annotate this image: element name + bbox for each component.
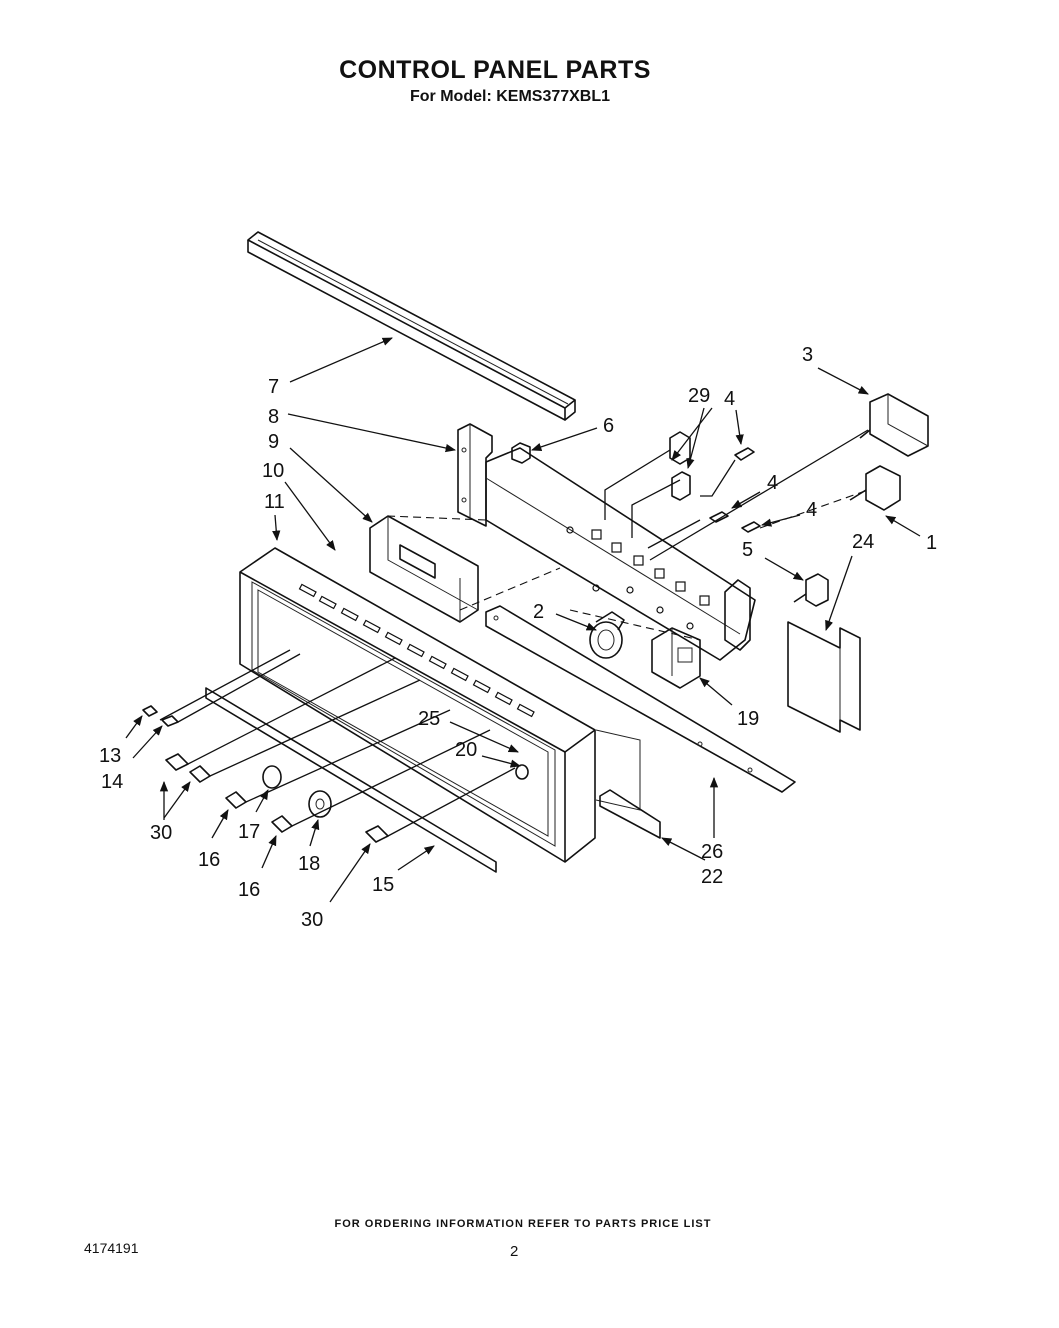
callout-8: 8	[268, 406, 279, 428]
ordering-note: FOR ORDERING INFORMATION REFER TO PARTS …	[334, 1218, 712, 1230]
callout-10: 10	[262, 460, 284, 482]
assembly-lines	[159, 429, 869, 837]
callout-30-bottom: 30	[301, 909, 323, 931]
callout-11: 11	[264, 491, 285, 513]
upper-right-switch	[859, 393, 929, 457]
display-housing	[369, 515, 479, 623]
callout-15: 15	[372, 874, 394, 896]
document-number: 4174191	[84, 1240, 139, 1256]
side-plate	[787, 621, 861, 733]
callout-14: 14	[101, 771, 123, 793]
bottom-bracket	[599, 789, 661, 839]
knob-parts	[142, 705, 529, 843]
mounting-rail	[485, 605, 796, 793]
callout-6: 6	[603, 415, 614, 437]
callout-16-a: 16	[198, 849, 220, 871]
callout-25: 25	[418, 708, 440, 730]
page-number: 2	[510, 1243, 519, 1260]
control-panel-frame	[239, 547, 641, 863]
callout-16-b: 16	[238, 879, 260, 901]
callout-9: 9	[268, 431, 279, 453]
model-subtitle: For Model: KEMS377XBL1	[410, 88, 611, 105]
callout-13: 13	[99, 745, 121, 767]
callout-18: 18	[298, 853, 320, 875]
callout-29: 29	[688, 385, 710, 407]
left-bracket	[457, 423, 493, 527]
callout-7: 7	[268, 376, 279, 398]
callout-30-left: 30	[150, 822, 172, 844]
page-title: CONTROL PANEL PARTS	[339, 56, 651, 84]
callout-22: 22	[701, 866, 723, 888]
callout-5: 5	[742, 539, 753, 561]
small-switch	[793, 573, 829, 607]
callout-20: 20	[455, 739, 477, 761]
callout-4-low: 4	[806, 499, 817, 521]
lower-right-switch	[849, 465, 901, 511]
nut-part	[511, 442, 531, 464]
top-trim-strip	[247, 231, 576, 421]
callout-24: 24	[852, 531, 874, 553]
callout-labels: 7 8 9 10 11 6 3 29 4 4 4 5 24 1 2 19 25 …	[99, 344, 937, 931]
callout-3: 3	[802, 344, 813, 366]
callout-19: 19	[737, 708, 759, 730]
leader-arrows	[125, 337, 921, 903]
callout-4-top: 4	[724, 388, 735, 410]
lower-trim	[205, 687, 497, 873]
rotary-switch	[589, 611, 625, 659]
callout-4-mid: 4	[767, 472, 778, 494]
relay-block	[651, 627, 701, 689]
connector-parts	[669, 431, 761, 533]
callout-2: 2	[533, 601, 544, 623]
callout-1: 1	[926, 532, 937, 554]
callout-17: 17	[238, 821, 260, 843]
callout-26: 26	[701, 841, 723, 863]
